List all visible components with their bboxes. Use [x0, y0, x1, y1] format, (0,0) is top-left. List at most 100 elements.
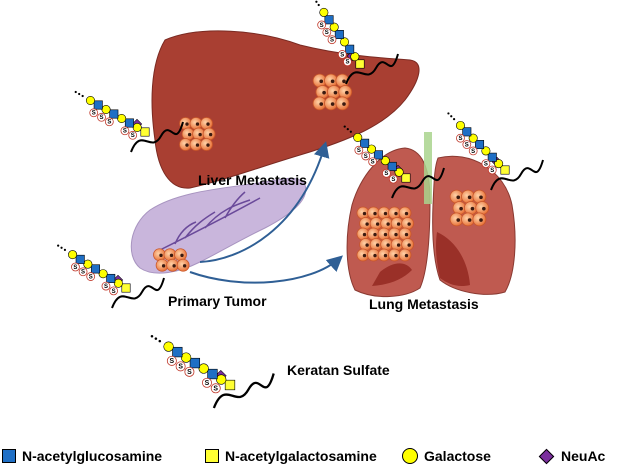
- galactose-residue: [163, 341, 174, 352]
- protein-backbone: [212, 373, 275, 409]
- tumor-cell: [202, 127, 216, 141]
- galactose-residue: [350, 52, 360, 62]
- sulfate-label: S: [458, 136, 462, 142]
- sulfate-mark: [354, 145, 364, 155]
- square-yellow-icon: [205, 449, 219, 463]
- tumor-cell: [335, 96, 350, 111]
- lung-lobe-right: [436, 232, 470, 287]
- tumor-cell: [472, 189, 487, 204]
- galnac-residue: [140, 127, 150, 137]
- galnac-residue: [500, 165, 510, 175]
- pancreatic-ducts: [159, 191, 261, 251]
- protein-backbone: [111, 277, 165, 309]
- sulfate-mark: [343, 57, 352, 67]
- liver-shape: [151, 30, 420, 189]
- galactose-residue: [98, 269, 108, 279]
- tumor-cell: [200, 117, 213, 130]
- legend-item-galnac: N-acetylgalactosamine: [205, 448, 377, 464]
- sulfate-label: S: [104, 284, 108, 290]
- sulfate-mark: [89, 108, 99, 118]
- galactose-residue: [340, 37, 350, 47]
- tumor-cell: [338, 85, 353, 99]
- tumor-cell: [335, 73, 350, 88]
- sulfate-label: S: [100, 115, 104, 121]
- sulfate-label: S: [330, 38, 334, 44]
- galactose-residue: [113, 278, 123, 288]
- sulfate-label: S: [112, 289, 116, 295]
- glcnac-residue: [462, 127, 472, 137]
- sulfate-label: S: [340, 52, 344, 58]
- sulfate-label: S: [123, 129, 127, 135]
- galactose-residue: [455, 120, 465, 130]
- tumor-cluster-liver-left: [179, 117, 216, 151]
- galactose-residue: [132, 123, 142, 133]
- sulfate-mark: [184, 366, 195, 377]
- galactose-residue: [353, 133, 363, 143]
- protein-backbone: [490, 159, 544, 191]
- sulfate-label: S: [345, 60, 349, 66]
- galactose-residue: [68, 250, 78, 260]
- protein-backbone: [130, 121, 184, 153]
- tumor-cell: [398, 206, 412, 220]
- sulfate-mark: [201, 377, 212, 388]
- sulfate-mark: [322, 27, 332, 37]
- sulfate-label: S: [384, 171, 388, 177]
- glcnac-residue: [93, 100, 103, 110]
- sulfate-label: S: [391, 177, 395, 183]
- legend-item-neuac: NeuAc: [538, 448, 605, 464]
- glcnac-residue: [360, 138, 370, 148]
- sulfate-label: S: [371, 160, 375, 166]
- sulfate-mark: [317, 20, 327, 30]
- legend-label: N-acetylglucosamine: [22, 448, 163, 464]
- sulfate-mark: [175, 361, 186, 372]
- sulfate-mark: [78, 267, 88, 277]
- glcnac-residue: [90, 264, 100, 274]
- sulfate-mark: [128, 130, 138, 140]
- trachea: [424, 132, 432, 204]
- label-liver-metastasis: Liver Metastasis: [198, 172, 307, 188]
- legend-label: N-acetylgalactosamine: [225, 448, 377, 464]
- sulfate-label: S: [364, 154, 368, 160]
- label-lung-metastasis: Lung Metastasis: [369, 296, 479, 312]
- sulfate-label: S: [325, 30, 329, 36]
- sulfate-mark: [210, 383, 221, 394]
- sulfate-label: S: [490, 168, 494, 174]
- glcnac-residue: [387, 161, 397, 171]
- galactose-residue: [198, 363, 209, 374]
- galactose-residue: [319, 7, 329, 17]
- square-blue-icon: [2, 449, 16, 463]
- tumor-cell: [401, 238, 415, 251]
- galnac-residue: [121, 283, 131, 293]
- sulfate-label: S: [170, 358, 175, 365]
- sulfate-label: S: [357, 148, 361, 154]
- glcnac-residue: [373, 150, 383, 160]
- galnac-residue: [401, 173, 411, 183]
- sulfate-label: S: [465, 142, 469, 148]
- tumor-cell: [324, 96, 338, 111]
- tumor-cell: [356, 248, 370, 262]
- glcnac-residue: [172, 346, 183, 358]
- diamond-purple-icon: [538, 448, 555, 464]
- tumor-cell: [324, 73, 338, 88]
- legend-label: Galactose: [424, 448, 491, 464]
- galactose-residue: [394, 167, 404, 177]
- pancreas-shape: [130, 177, 307, 274]
- sulfate-mark: [388, 174, 398, 184]
- sulfate-mark: [337, 50, 347, 59]
- tumor-cell: [472, 212, 487, 227]
- sulfate-mark: [71, 262, 80, 272]
- sulfate-mark: [104, 117, 114, 127]
- protein-backbone: [391, 167, 445, 199]
- tumor-cell: [398, 248, 412, 262]
- tumor-cluster-lung-left: [356, 206, 415, 262]
- sulfate-mark: [361, 151, 371, 161]
- glcnac-residue: [109, 109, 119, 119]
- glcnac-residue: [475, 140, 485, 150]
- sulfate-label: S: [107, 120, 111, 126]
- tumor-cluster-lung-right: [449, 189, 490, 227]
- glcnac-residue: [124, 118, 134, 128]
- sulfate-mark: [468, 146, 478, 156]
- sulfate-label: S: [131, 133, 135, 139]
